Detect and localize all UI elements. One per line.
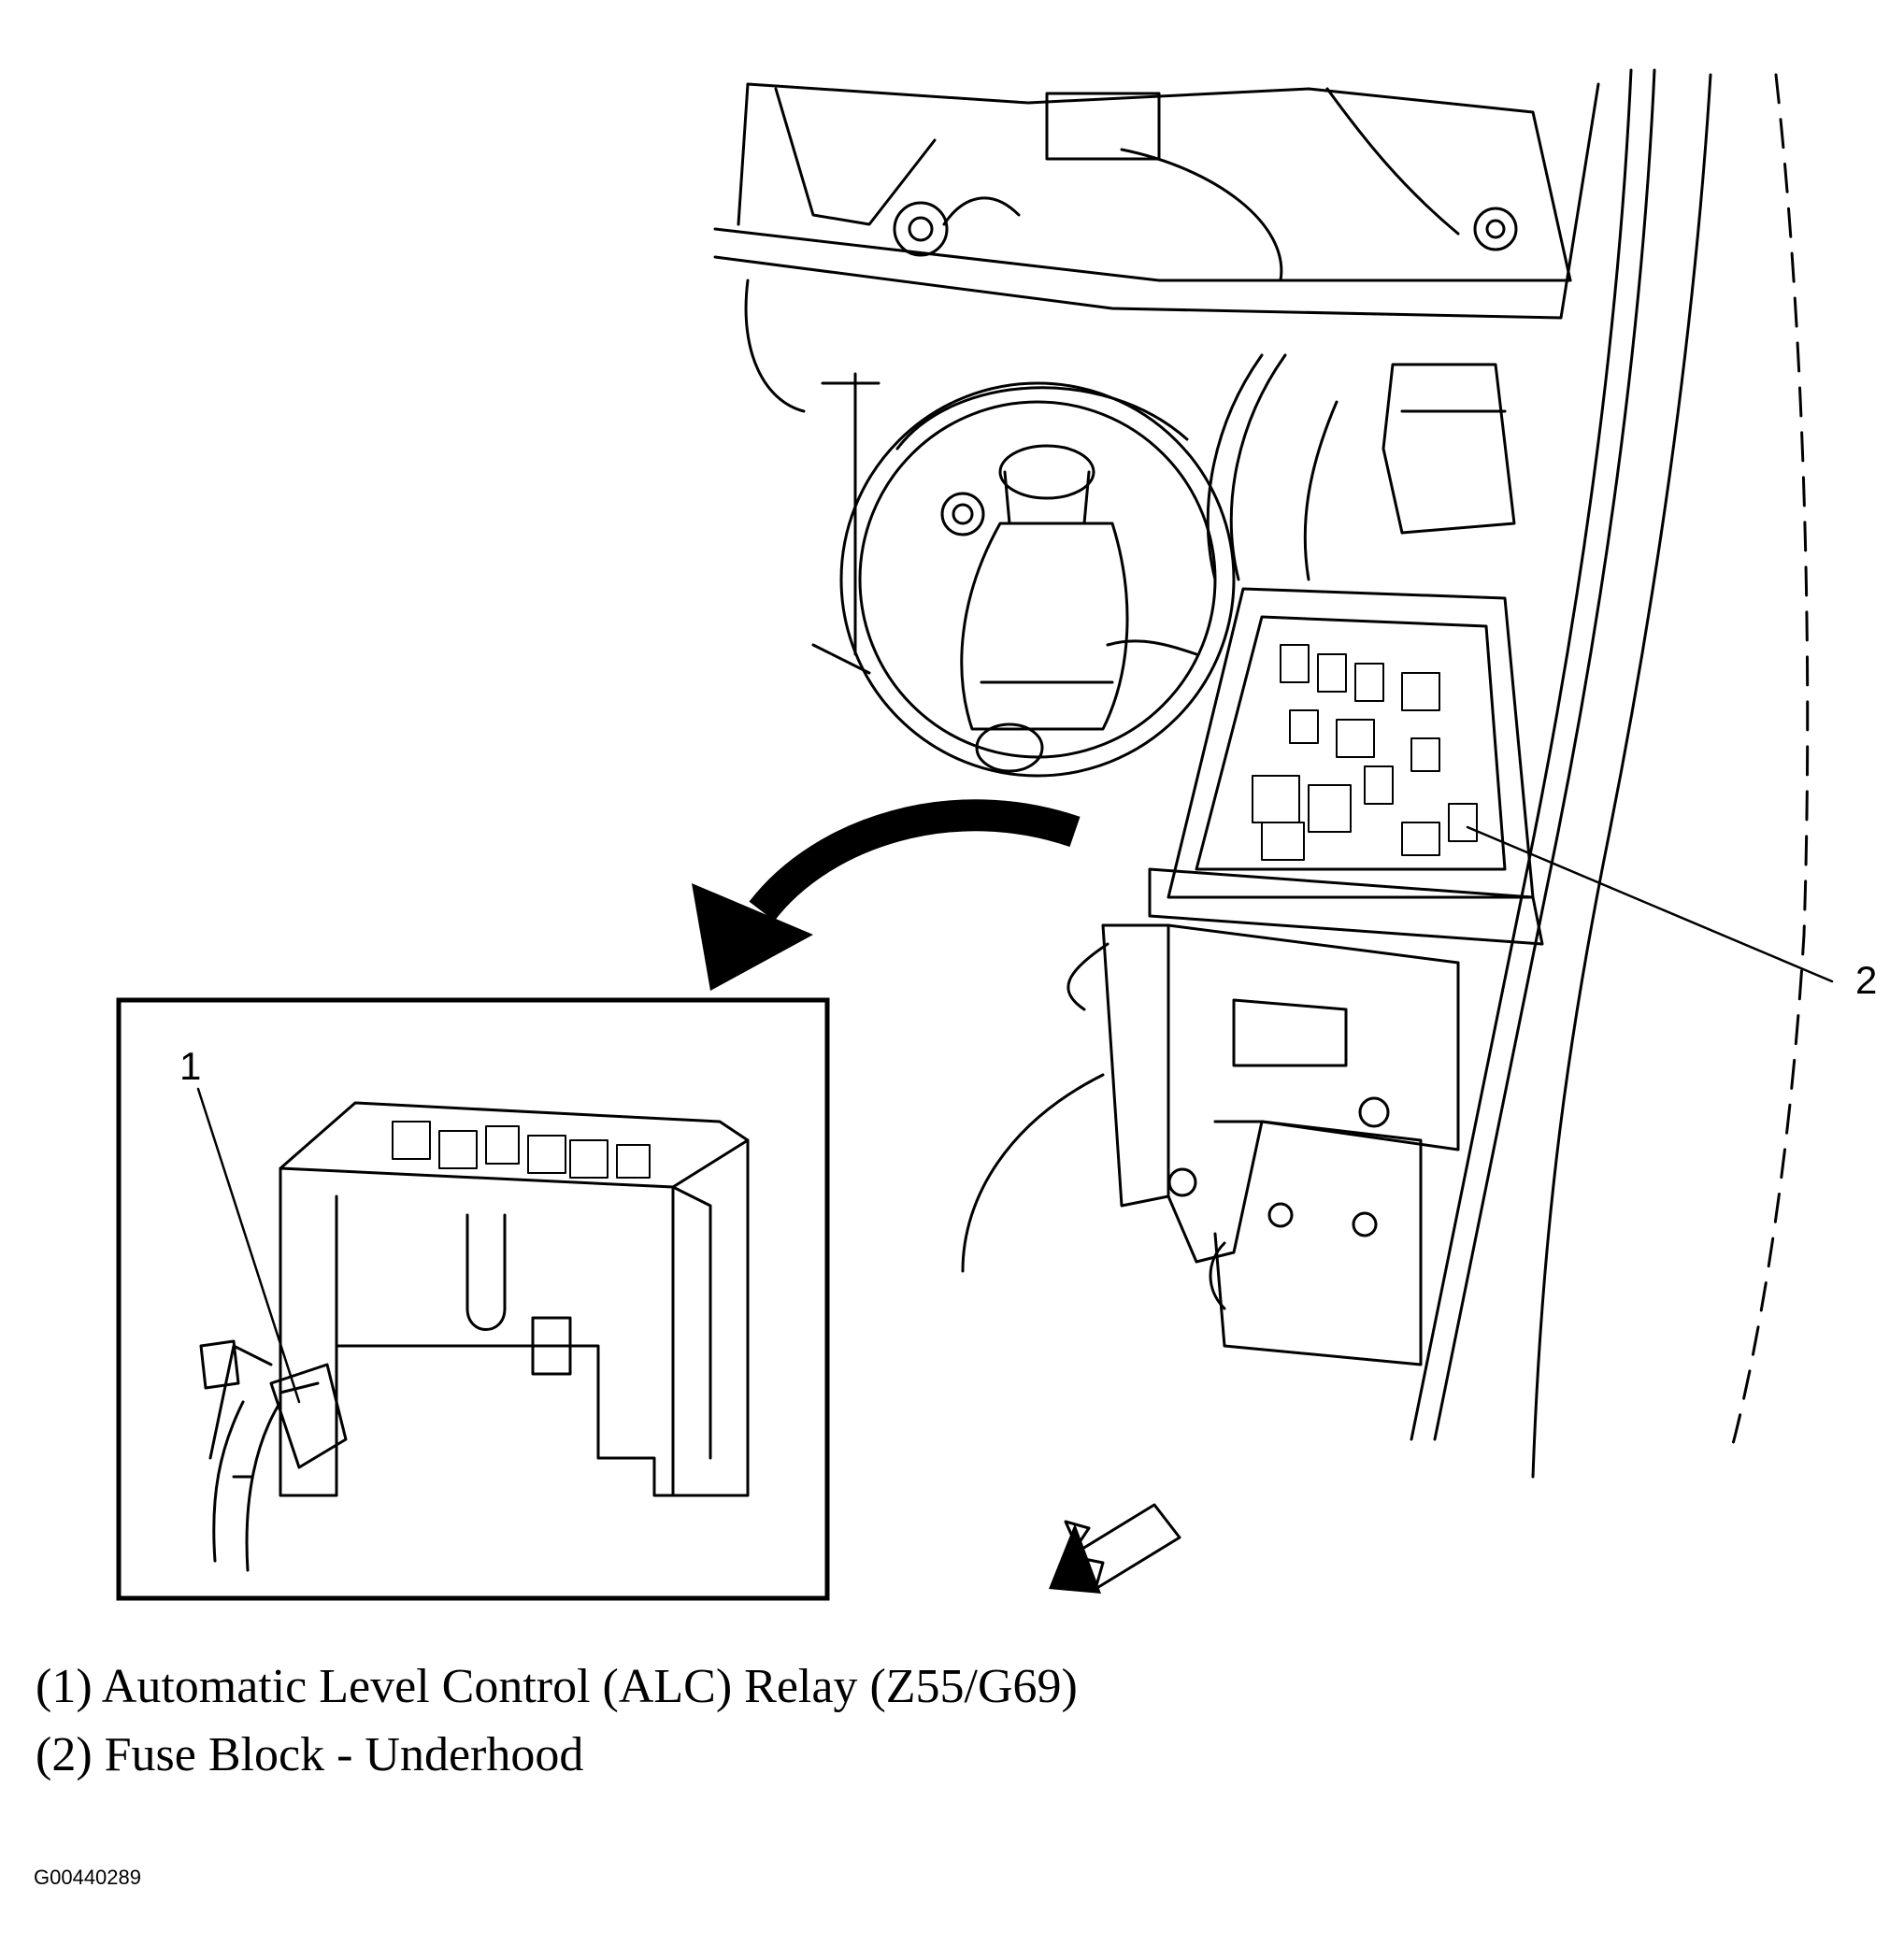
legend-item-fuse-block: (2) Fuse Block - Underhood [36,1728,584,1781]
callout-number-relay: 1 [179,1044,202,1088]
legend-item-relay: (1) Automatic Level Control (ALC) Relay … [36,1660,1078,1713]
callout-number-fuse-block: 2 [1855,958,1878,1002]
figure-id: G00440289 [34,1866,141,1889]
